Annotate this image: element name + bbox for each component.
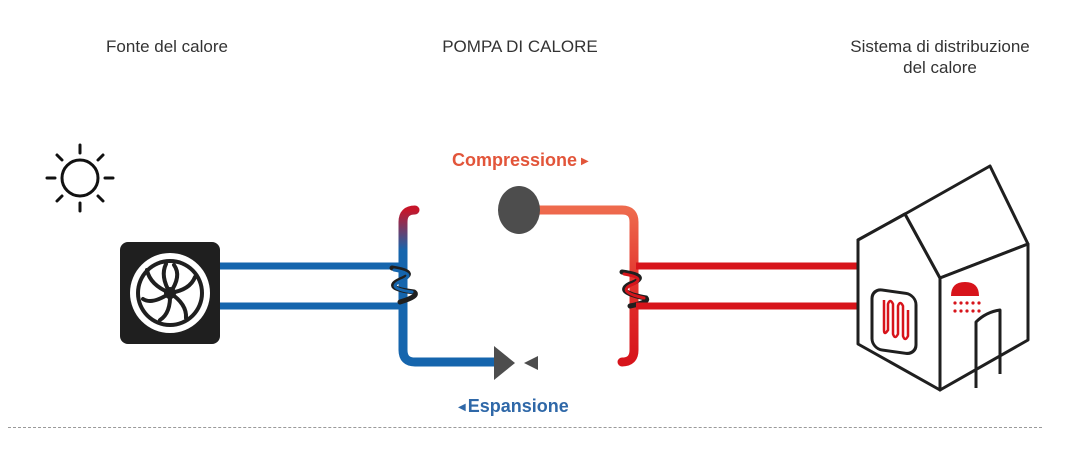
compression-text: Compressione — [452, 150, 578, 170]
arrow-right-icon: ▶ — [581, 155, 589, 167]
heat-source-heading: Fonte del calore — [106, 37, 228, 56]
cold-side-pipes — [220, 262, 400, 310]
heat-pump-heading: POMPA DI CALORE — [442, 37, 598, 56]
dashed-divider — [8, 427, 1042, 428]
sun-icon — [45, 143, 115, 213]
expansion-label: ◀Espansione — [458, 396, 569, 417]
refrigerant-loop — [398, 205, 639, 367]
shower-icon — [951, 282, 981, 313]
compression-label: Compressione▶ — [452, 150, 589, 171]
compressor-icon — [498, 186, 540, 234]
heat-distribution-heading: Sistema di distribuzione del calore — [800, 36, 1076, 78]
heat-distribution-heading-line1: Sistema di distribuzione — [850, 37, 1030, 56]
heat-distribution-heading-line2: del calore — [903, 58, 977, 77]
fan-icon — [120, 242, 220, 344]
house-icon — [856, 164, 1030, 392]
expansion-text: Espansione — [467, 396, 569, 416]
condenser-coil-highlight — [622, 272, 646, 300]
expansion-valve-icon — [494, 346, 538, 380]
evaporator-coil-highlight — [392, 268, 414, 294]
radiator-icon — [870, 288, 918, 355]
arrow-left-icon: ◀ — [458, 401, 466, 413]
